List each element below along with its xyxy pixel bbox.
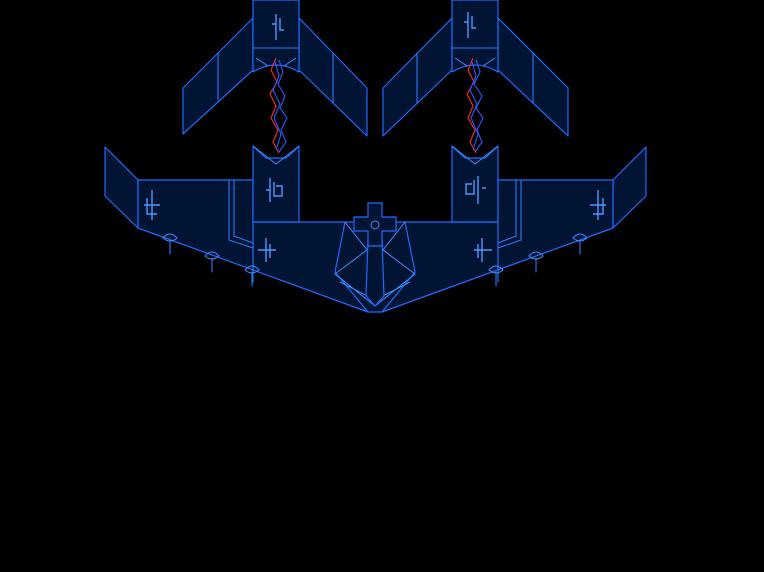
cockpit-cross-icon: [353, 202, 397, 247]
left-upper-drone-icon: [182, 0, 368, 137]
left-lightning-tether-icon: [269, 57, 288, 154]
left-wing-turret-icon: [144, 190, 276, 262]
right-wing-turret-icon: [474, 190, 606, 262]
right-lightning-tether-icon: [466, 57, 484, 154]
right-upper-drone-icon: [382, 0, 569, 137]
left-pod-row-icon: [162, 233, 260, 287]
right-pod-row-icon: [488, 233, 588, 287]
main-hull-icon: [104, 145, 647, 313]
